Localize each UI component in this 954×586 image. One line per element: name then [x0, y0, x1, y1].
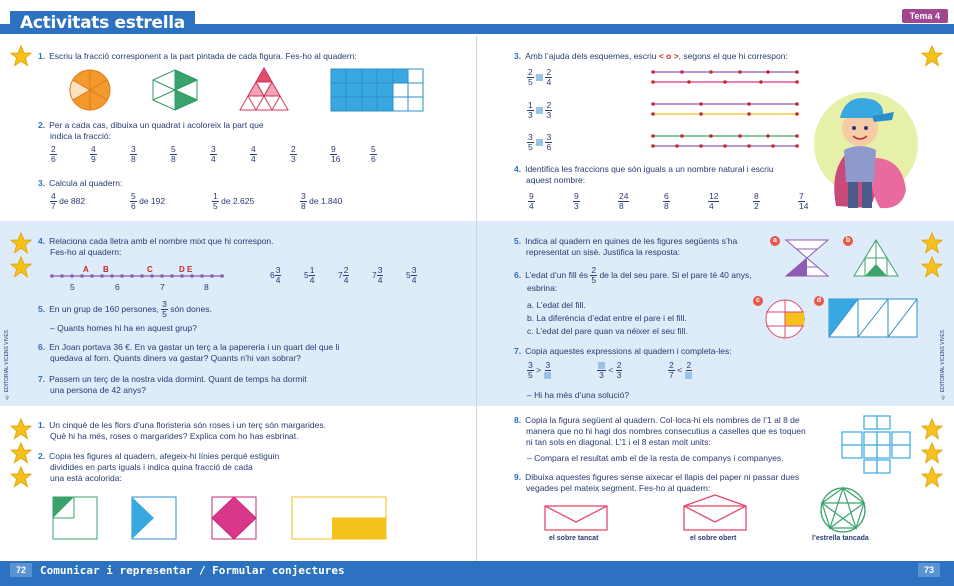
fraction-schemes [651, 70, 799, 148]
figure-a [784, 239, 830, 277]
bottom-question-1: 1.Un cinquè de les flors d’una florister… [38, 420, 326, 441]
letter-c: C [147, 265, 153, 274]
r-question-8: 8.Copia la figura següent al quadern. Co… [514, 415, 806, 447]
r-question-4: 4.Identifica les fraccions que són igual… [514, 164, 774, 185]
hexagon-figure [152, 69, 199, 111]
r-question-3: 3.Amb l’ajuda dels esquemes, escriu < o … [514, 51, 788, 61]
label-a: a [770, 236, 780, 246]
question-6: 6.En Joan portava 36 €. En va gastar un … [38, 342, 340, 363]
star-icon [10, 256, 32, 277]
question-1: 1.Escriu la fracció corresponent a la pa… [38, 51, 357, 61]
answer-box [536, 107, 544, 114]
star-icon [921, 232, 943, 253]
question-2: 2.Per a cada cas, dibuixa un quadrat i a… [38, 120, 264, 141]
caption-open-envelope: el sobre obert [690, 535, 737, 542]
answer-box [536, 74, 544, 81]
star-icon [10, 442, 32, 463]
q6-item-c: c. L’edat del pare quan va néixer el seu… [527, 326, 688, 336]
letter-b: B [103, 265, 109, 274]
footer-title: Comunicar i representar / Formular conje… [40, 564, 345, 577]
grid-figure [330, 68, 424, 112]
label-d: d [814, 296, 824, 306]
tema-badge: Tema 4 [901, 9, 948, 23]
figure-d [828, 298, 918, 338]
letter-d: D [179, 265, 185, 274]
r-question-7: 7.Copia aquestes expressions al quadern … [514, 346, 732, 356]
r-question-6-b: esbrina: [527, 283, 558, 293]
question-5-sub: – Quants homes hi ha en aquest grup? [50, 323, 197, 333]
star-icon [921, 466, 943, 487]
answer-box [536, 139, 544, 146]
star-icon [10, 232, 32, 253]
r-question-9: 9.Dibuixa aquestes figures sense aixecar… [514, 472, 800, 493]
copyright-right: © EDITORIAL VICENS VIVES [940, 330, 946, 400]
puzzle-grid [841, 415, 911, 474]
figure-c [765, 299, 805, 339]
r-question-5: 5.Indica al quadern en quines de les fig… [514, 236, 738, 257]
figure-b [853, 239, 899, 277]
open-envelope [683, 494, 747, 531]
q6-item-b: b. La diferència d’edat entre el pare i … [527, 313, 687, 323]
star-icon [921, 256, 943, 277]
page-footer [0, 561, 954, 586]
question-3: 3.Calcula al quadern: [38, 178, 123, 188]
caption-closed-envelope: el sobre tancat [549, 535, 599, 542]
number-line [50, 274, 224, 278]
letter-a: A [83, 265, 89, 274]
tick-8: 8 [204, 282, 209, 292]
star-icon [10, 45, 32, 66]
r-question-7-sub: – Hi ha més d’una solució? [527, 390, 630, 400]
closed-envelope [544, 505, 608, 531]
divide-figures [52, 496, 387, 540]
bottom-question-2: 2.Copia les figures al quadern, afegeix-… [38, 451, 280, 483]
caption-closed-star: l’estrella tancada [812, 535, 869, 542]
q6-item-a: a. L’edat del fill. [527, 300, 586, 310]
tick-6: 6 [115, 282, 120, 292]
tick-5: 5 [70, 282, 75, 292]
star-icon [921, 45, 943, 66]
copyright-left: © EDITORIAL VICENS VIVES [4, 330, 10, 400]
r-question-8-sub: – Compara el resultat amb el de la resta… [527, 453, 784, 463]
star-icon [921, 442, 943, 463]
star-icon [921, 418, 943, 439]
tick-7: 7 [160, 282, 165, 292]
page-header: Activitats estrella Tema 4 [0, 0, 954, 36]
page-divider [476, 36, 477, 561]
boy-illustration [814, 92, 918, 209]
question-4: 4.Relaciona cada lletra amb el nombre mi… [38, 236, 274, 257]
triangle-figure [239, 66, 289, 111]
closed-star [820, 486, 866, 533]
label-c: c [753, 296, 763, 306]
star-icon [10, 466, 32, 487]
page-number-left: 72 [10, 563, 33, 577]
question-7: 7.Passem un terç de la nostra vida dormi… [38, 374, 307, 395]
page-number-right: 73 [918, 563, 941, 577]
pie-figure [69, 69, 111, 111]
star-icon [10, 418, 32, 439]
page-title: Activitats estrella [10, 11, 195, 33]
letter-e: E [187, 265, 193, 274]
label-b: b [843, 236, 853, 246]
